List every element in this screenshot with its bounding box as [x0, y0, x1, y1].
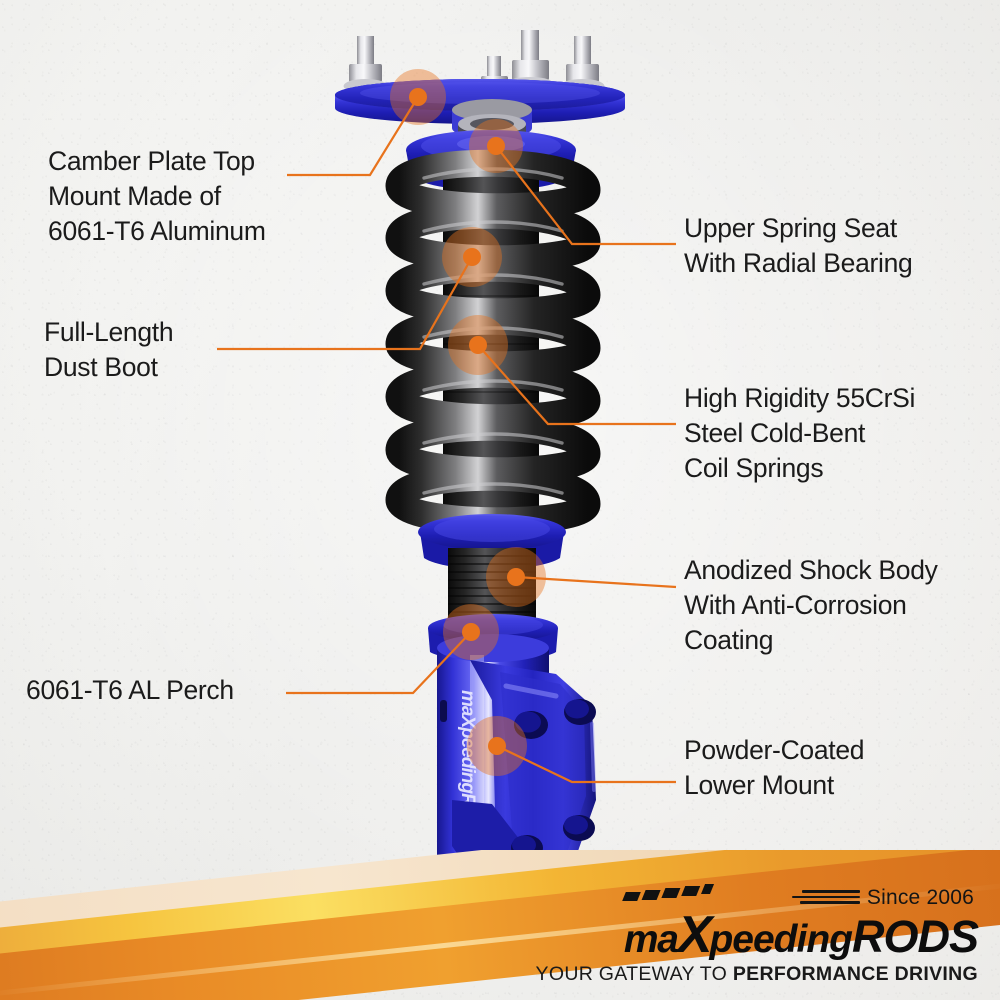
- annotation-label-full-length-dust-boot: Full-Length Dust Boot: [44, 317, 174, 383]
- tagline-light: YOUR GATEWAY TO: [535, 962, 733, 985]
- annotation-label-camber-plate-top-mount: Camber Plate Top Mount Made of 6061-T6 A…: [48, 146, 266, 247]
- checkered-flag-icon: [621, 883, 714, 901]
- brand-logo: Since 2006 maXpeedingRODS YOUR GATEWAY T…: [535, 883, 979, 985]
- logo-part-peeding: peeding: [709, 917, 853, 961]
- logo-tagline: YOUR GATEWAY TO PERFORMANCE DRIVING: [535, 962, 978, 985]
- since-row: Since 2006: [536, 887, 978, 908]
- annotation-label-coil-springs: High Rigidity 55CrSi Steel Cold-Bent Coi…: [684, 383, 916, 484]
- annotation-label-al-perch: 6061-T6 AL Perch: [26, 675, 234, 705]
- logo-wordmark: maXpeedingRODS: [536, 883, 979, 964]
- logo-part-x: X: [677, 905, 713, 964]
- logo-part-ma: ma: [623, 917, 679, 961]
- annotation-label-powder-coated-lower-mount: Powder-Coated Lower Mount: [684, 735, 865, 801]
- speed-lines-icon: [791, 890, 860, 904]
- annotation-label-upper-spring-seat: Upper Spring Seat With Radial Bearing: [684, 213, 913, 279]
- logo-part-rods: RODS: [851, 910, 979, 962]
- brand-footer-band: Since 2006 maXpeedingRODS YOUR GATEWAY T…: [0, 850, 1000, 1000]
- since-label: Since 2006: [866, 885, 974, 909]
- tagline-bold: PERFORMANCE DRIVING: [732, 962, 978, 985]
- annotation-label-anodized-shock-body: Anodized Shock Body With Anti-Corrosion …: [684, 555, 938, 656]
